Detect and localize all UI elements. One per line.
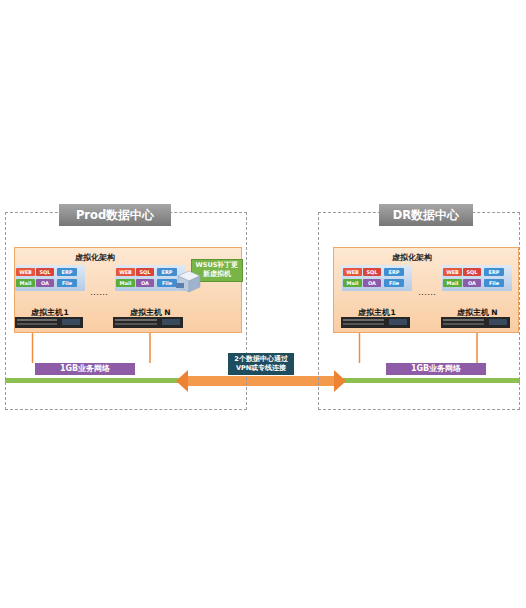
app-tile-text: File — [57, 279, 77, 287]
app-tile: Mail — [16, 279, 35, 287]
app-tile: OA — [136, 279, 154, 287]
datacenter-zone-text: DR数据中心 — [379, 204, 473, 226]
datacenter-zone-text: Prod数据中心 — [59, 204, 171, 226]
app-tile: ERP — [57, 268, 77, 276]
datacenter-zone: WEBSQLERPMailOAFile虚拟主机1WEBSQLERPMailOAF… — [5, 212, 247, 410]
network-band-text: 1GB业务网络 — [386, 363, 486, 375]
virtualization-box-text: 虚拟化架构 — [75, 252, 115, 263]
app-tile-text: OA — [136, 279, 154, 287]
network-bar — [318, 378, 520, 383]
app-tile: ERP — [384, 268, 404, 276]
link-arrow — [188, 376, 334, 386]
virtualization-box-text: 虚拟化架构 — [392, 252, 432, 263]
app-tile-text: SQL — [463, 268, 481, 276]
app-tile-text: Mail — [116, 279, 135, 287]
app-tile: Mail — [116, 279, 135, 287]
datacenter-zone: WEBSQLERPMailOAFile虚拟主机1WEBSQLERPMailOAF… — [318, 212, 520, 410]
app-tile: WEB — [443, 268, 462, 276]
virtual-host: WEBSQLERP MailOAFile 虚拟主机1 — [342, 265, 412, 332]
app-tile: SQL — [36, 268, 54, 276]
app-tile-text: Mail — [343, 279, 362, 287]
app-tile-text: Mail — [443, 279, 462, 287]
network-uplink — [476, 332, 478, 363]
app-tile: OA — [363, 279, 381, 287]
app-tile-text: WEB — [116, 268, 135, 276]
app-tile: File — [157, 279, 177, 287]
network-bar — [5, 378, 247, 383]
app-tile: SQL — [136, 268, 154, 276]
app-tile: ERP — [157, 268, 177, 276]
app-tile-text: WEB — [16, 268, 35, 276]
wsus-vm-box-text: WSUS补丁更新虚拟机 — [192, 260, 242, 280]
app-tile: OA — [463, 279, 481, 287]
app-tile-text: OA — [363, 279, 381, 287]
network-band-text: 1GB业务网络 — [35, 363, 135, 375]
app-tile: File — [484, 279, 504, 287]
app-tile: SQL — [463, 268, 481, 276]
app-tile: File — [57, 279, 77, 287]
app-tile: File — [384, 279, 404, 287]
virtual-host-text: 虚拟主机 N — [115, 308, 185, 318]
app-tile-text: SQL — [363, 268, 381, 276]
app-tile-text: File — [384, 279, 404, 287]
app-tile-text: SQL — [136, 268, 154, 276]
ellipsis-label: …… — [418, 287, 436, 297]
app-tile-text: ERP — [57, 268, 77, 276]
app-tile-text: OA — [36, 279, 54, 287]
app-tile-text: ERP — [157, 268, 177, 276]
network-band: 1GB业务网络 — [346, 363, 519, 385]
app-tile-text: Mail — [16, 279, 35, 287]
app-tile-text: WEB — [443, 268, 462, 276]
app-tile: WEB — [116, 268, 135, 276]
virtual-host-text: 虚拟主机1 — [342, 308, 412, 318]
virtual-host: WEBSQLERP MailOAFile 虚拟主机 N — [442, 265, 512, 332]
app-tile: SQL — [363, 268, 381, 276]
virtual-host: WEBSQLERP MailOAFile 虚拟主机1 — [15, 265, 85, 332]
app-tile-text: File — [484, 279, 504, 287]
app-tile: WEB — [16, 268, 35, 276]
app-tile-text: ERP — [484, 268, 504, 276]
network-uplink — [32, 332, 34, 363]
network-band: 1GB业务网络 — [9, 363, 176, 385]
network-uplink — [149, 332, 151, 363]
virtual-host-text: 虚拟主机 N — [442, 308, 512, 318]
app-tile: Mail — [343, 279, 362, 287]
virtualization-box: WEBSQLERPMailOAFile虚拟主机1WEBSQLERPMailOAF… — [14, 247, 242, 333]
app-tile: ERP — [484, 268, 504, 276]
network-uplink — [359, 332, 361, 363]
app-tile: WEB — [343, 268, 362, 276]
link-label: 2个数据中心通过VPN或专线连接 — [228, 353, 294, 375]
virtual-host: WEBSQLERP MailOAFile 虚拟主机 N — [115, 265, 185, 332]
ellipsis-label: …… — [90, 287, 108, 297]
app-tile-text: File — [157, 279, 177, 287]
app-tile: Mail — [443, 279, 462, 287]
app-tile: OA — [36, 279, 54, 287]
app-tile-text: ERP — [384, 268, 404, 276]
app-tile-text: SQL — [36, 268, 54, 276]
app-tile-text: WEB — [343, 268, 362, 276]
app-tile-text: OA — [463, 279, 481, 287]
wsus-vm-box: WSUS补丁更新虚拟机 — [191, 259, 243, 282]
virtual-host-text: 虚拟主机1 — [15, 308, 85, 318]
